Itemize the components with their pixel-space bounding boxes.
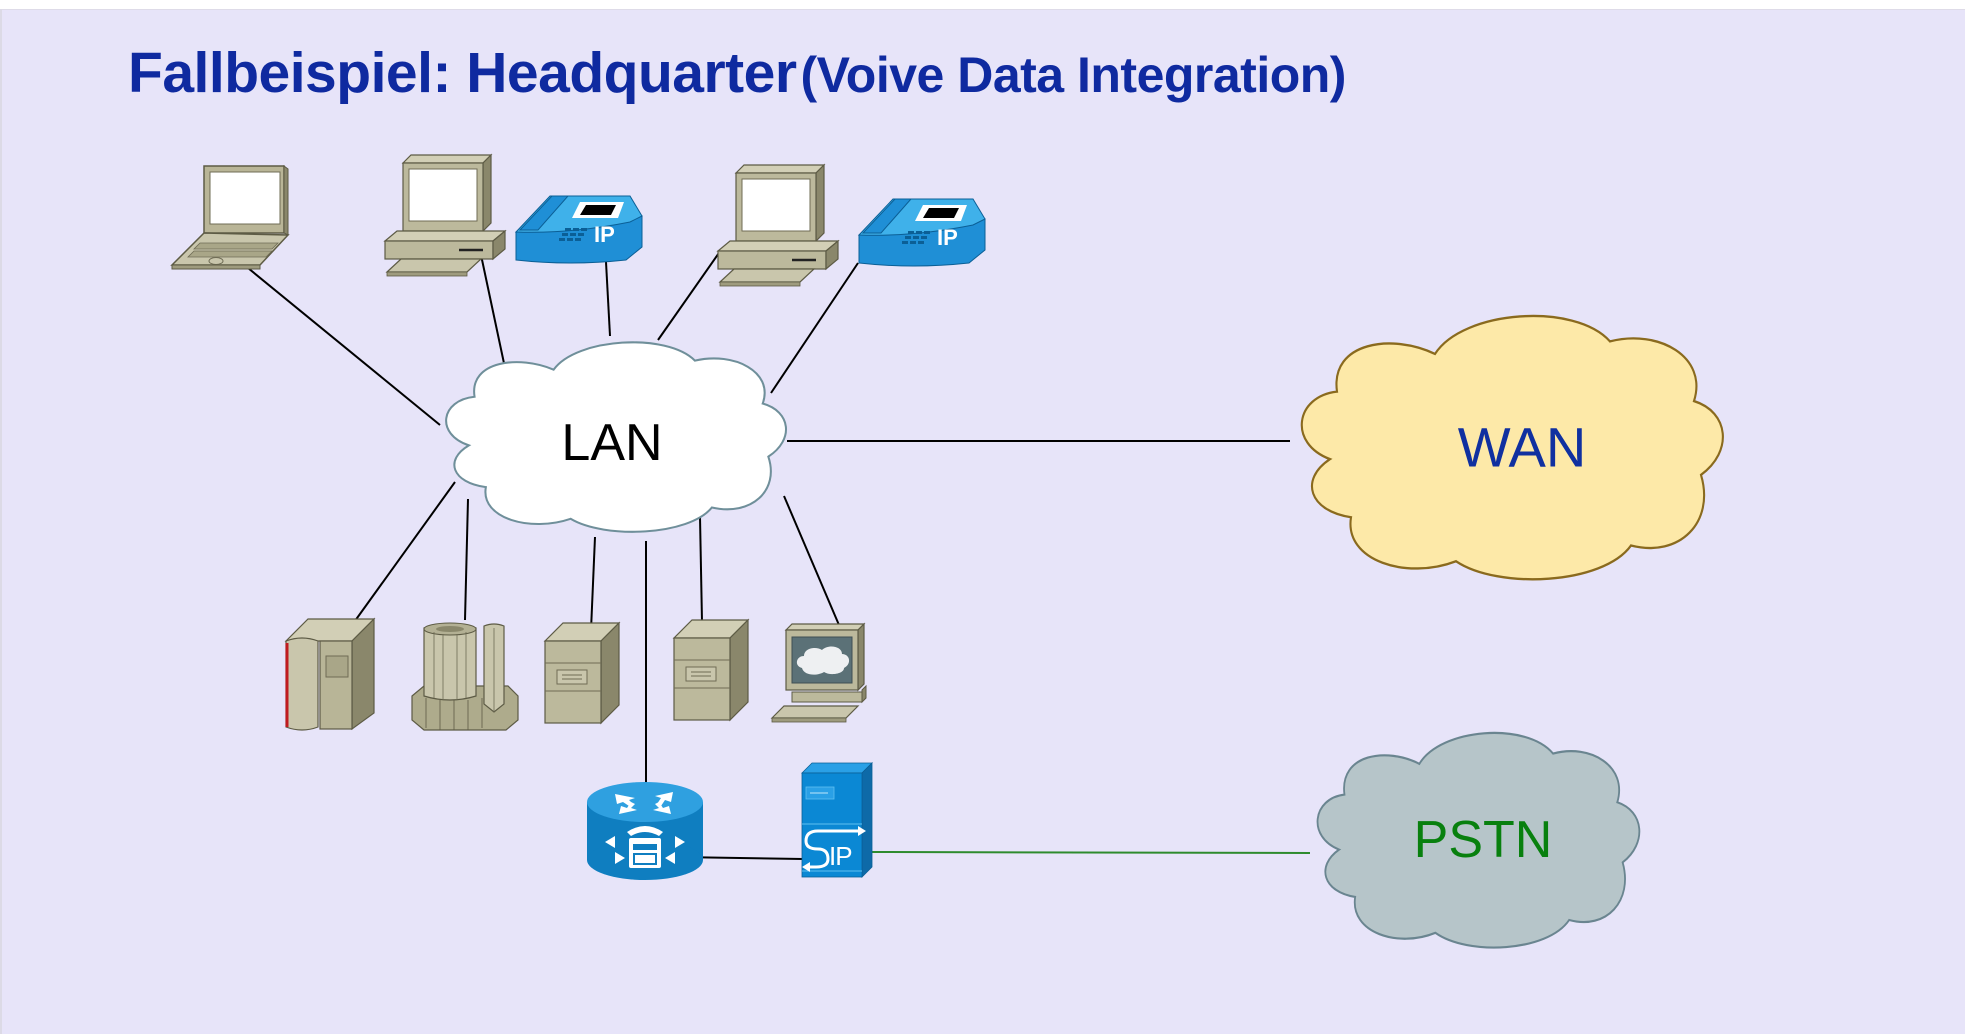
window-left-edge (0, 9, 2, 1034)
link-pc2-lan (657, 249, 722, 341)
sip-label: IP (829, 841, 852, 871)
file-server-2-icon[interactable] (672, 618, 750, 722)
link-server2-lan (699, 516, 703, 623)
mainframe-icon[interactable] (284, 617, 376, 731)
slide-title: Fallbeispiel: Headquarter (Voive Data In… (128, 40, 1346, 106)
lan-label: LAN (561, 414, 663, 472)
slide-title-sub: (Voive Data Integration) (800, 47, 1346, 103)
ip-phone-1-icon[interactable]: IP (514, 195, 643, 264)
link-pc1-lan (480, 254, 506, 369)
link-supercomputer-lan (464, 498, 469, 621)
link-laptop-lan (247, 267, 441, 426)
sip-proxy-server-icon[interactable]: IP (801, 762, 873, 878)
link-mainframe-lan (346, 481, 456, 633)
link-phone1-lan (605, 261, 611, 337)
ip-phone-2-label: IP (937, 225, 958, 250)
laptop-icon[interactable] (170, 165, 290, 270)
ip-phone-2-icon[interactable]: IP (857, 198, 986, 267)
wan-label: WAN (1457, 415, 1587, 479)
ip-phone-1-label: IP (594, 222, 615, 247)
links (247, 249, 1311, 860)
desktop-pc-1-icon[interactable] (383, 153, 507, 277)
supercomputer-icon[interactable] (411, 622, 519, 731)
workstation-icon[interactable] (770, 622, 867, 723)
window-top-band (0, 0, 1965, 10)
file-server-1-icon[interactable] (543, 621, 621, 725)
link-sip-pstn (871, 851, 1311, 854)
pstn-label: PSTN (1413, 811, 1553, 869)
link-server1-lan (590, 536, 596, 631)
link-workstation-lan (783, 495, 840, 626)
link-phone2-lan (770, 262, 859, 394)
slide-title-main: Fallbeispiel: Headquarter (128, 41, 797, 105)
desktop-pc-2-icon[interactable] (716, 163, 840, 287)
voice-router-icon[interactable] (587, 782, 703, 880)
